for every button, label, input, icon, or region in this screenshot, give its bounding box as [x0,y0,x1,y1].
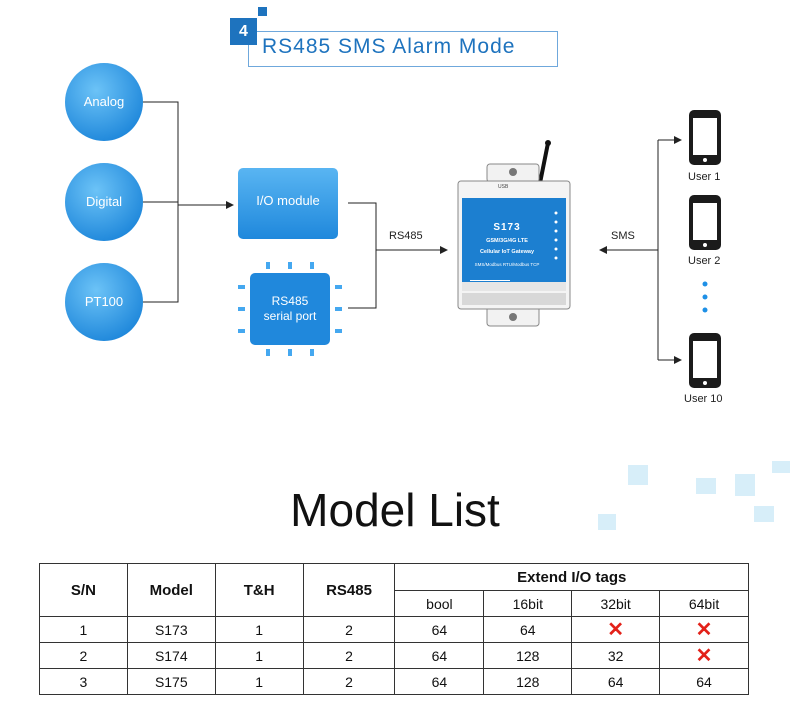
cell-sn: 2 [39,642,128,669]
decor-square [628,465,648,485]
decor-square [696,478,716,494]
user-1-label: User 1 [688,171,721,183]
input-connector-lines [143,101,179,303]
phone-icon [689,333,721,388]
cell-rs485: 2 [302,668,396,695]
subheader-bool: bool [394,590,485,617]
model-list-heading: Model List [290,484,500,536]
serial-port-label: RS485 serial port [263,294,317,323]
input-label-analog: Analog [83,94,125,109]
serial-port-chip [238,262,342,356]
section-title-box [248,31,558,67]
sms-link-label: SMS [611,230,635,242]
io-module-label: I/O module [256,193,320,208]
device-line-2: Cellular IoT Gateway [479,249,535,255]
cell-rs485: 2 [302,642,396,669]
cell-sn: 3 [39,668,128,695]
badge-dot [258,7,267,16]
header-model: Model [126,563,216,617]
cell-bool: 64 [394,642,485,669]
not-supported-icon: ✕ [571,616,661,643]
table-row: 1 S173 1 2 64 64 ✕ ✕ [39,616,749,643]
cell-th: 1 [214,668,304,695]
cell-16bit: 128 [483,642,573,669]
phone-icon [689,195,721,250]
subheader-64bit: 64bit [659,590,749,617]
phone-icon [689,110,721,165]
cell-th: 1 [214,642,304,669]
ellipsis-dots [702,281,708,313]
decor-square [754,506,774,522]
subheader-32bit: 32bit [571,590,661,617]
user-10-label: User 10 [684,393,723,405]
header-sn: S/N [39,563,128,617]
cell-model: S174 [126,642,216,669]
decor-square [772,461,790,473]
decor-square [735,474,755,496]
cell-bool: 64 [394,668,485,695]
rs485-link-label: RS485 [389,230,423,242]
analog-circle [65,63,143,141]
input-label-digital: Digital [85,194,123,209]
cell-32bit: 32 [571,642,661,669]
device-line-1: GSM/3G/4G LTE [486,238,528,244]
not-supported-icon: ✕ [659,616,749,643]
cell-64bit: 64 [659,668,749,695]
s173-gateway-device [457,140,571,327]
cell-rs485: 2 [302,616,396,643]
device-line-3: SMS/Modbus RTU/Modbus TCP [474,262,540,267]
input-label-pt100: PT100 [84,294,124,309]
header-th: T&H [214,563,304,617]
cell-32bit: 64 [571,668,661,695]
header-extend-io: Extend I/O tags [394,563,749,591]
section-title: RS485 SMS Alarm Mode [262,35,516,58]
table-row: 2 S174 1 2 64 128 32 ✕ [39,642,749,669]
cell-model: S175 [126,668,216,695]
pt100-circle [65,263,143,341]
user-2-label: User 2 [688,255,721,267]
cell-model: S173 [126,616,216,643]
device-model-label: S173 [493,222,521,233]
cell-16bit: 128 [483,668,573,695]
header-rs485: RS485 [302,563,396,617]
cell-16bit: 64 [483,616,573,643]
digital-circle [65,163,143,241]
device-usb-label: USB [498,184,509,190]
section-number-badge: 4 [230,18,257,45]
cell-bool: 64 [394,616,485,643]
table-row: 3 S175 1 2 64 128 64 64 [39,668,749,695]
diagram [65,63,721,388]
model-table: S/N Model T&H RS485 Extend I/O tags bool… [39,563,749,695]
subheader-16bit: 16bit [483,590,573,617]
decor-square [598,514,616,530]
io-module-box [238,168,338,239]
not-supported-icon: ✕ [659,642,749,669]
module-connector-lines [348,202,377,309]
cell-sn: 1 [39,616,128,643]
cell-th: 1 [214,616,304,643]
